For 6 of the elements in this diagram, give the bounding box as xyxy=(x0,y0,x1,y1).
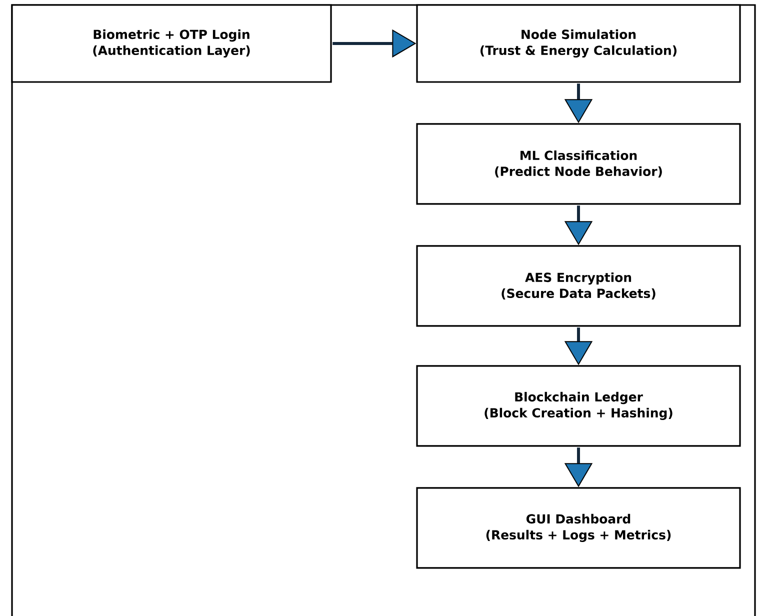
process-box: Biometric + OTP Login (Authentication Layer) xyxy=(11,4,332,83)
process-box: ML Classification (Predict Node Behavior) xyxy=(416,123,741,205)
process-box: GUI Dashboard (Results + Logs + Metrics) xyxy=(416,487,741,569)
process-box: Node Simulation (Trust & Energy Calculation) xyxy=(416,4,741,83)
process-box: AES Encryption (Secure Data Packets) xyxy=(416,245,741,327)
process-box: Blockchain Ledger (Block Creation + Hashing) xyxy=(416,365,741,447)
